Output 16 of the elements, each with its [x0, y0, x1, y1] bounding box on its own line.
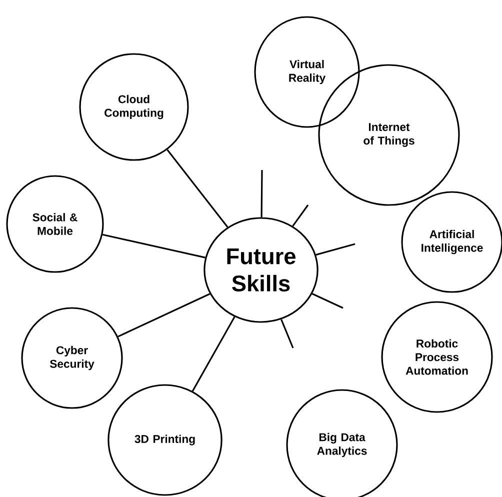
circle-node: Virtual Reality	[254, 16, 360, 128]
line	[260, 170, 263, 218]
circle-node: Social & Mobile	[6, 175, 104, 273]
line	[316, 243, 356, 256]
circle-node: 3D Printing	[108, 384, 222, 496]
line	[280, 319, 294, 348]
circle-node: Cyber Security	[21, 307, 123, 409]
circle-node: Cloud Computing	[79, 53, 189, 161]
line	[312, 293, 344, 309]
line	[102, 234, 206, 258]
line	[292, 204, 309, 227]
circle-node: Future Skills	[204, 217, 318, 323]
line	[192, 316, 236, 392]
circle-node: Robotic Process Automation	[381, 301, 493, 413]
line	[118, 293, 210, 338]
line	[166, 149, 228, 228]
